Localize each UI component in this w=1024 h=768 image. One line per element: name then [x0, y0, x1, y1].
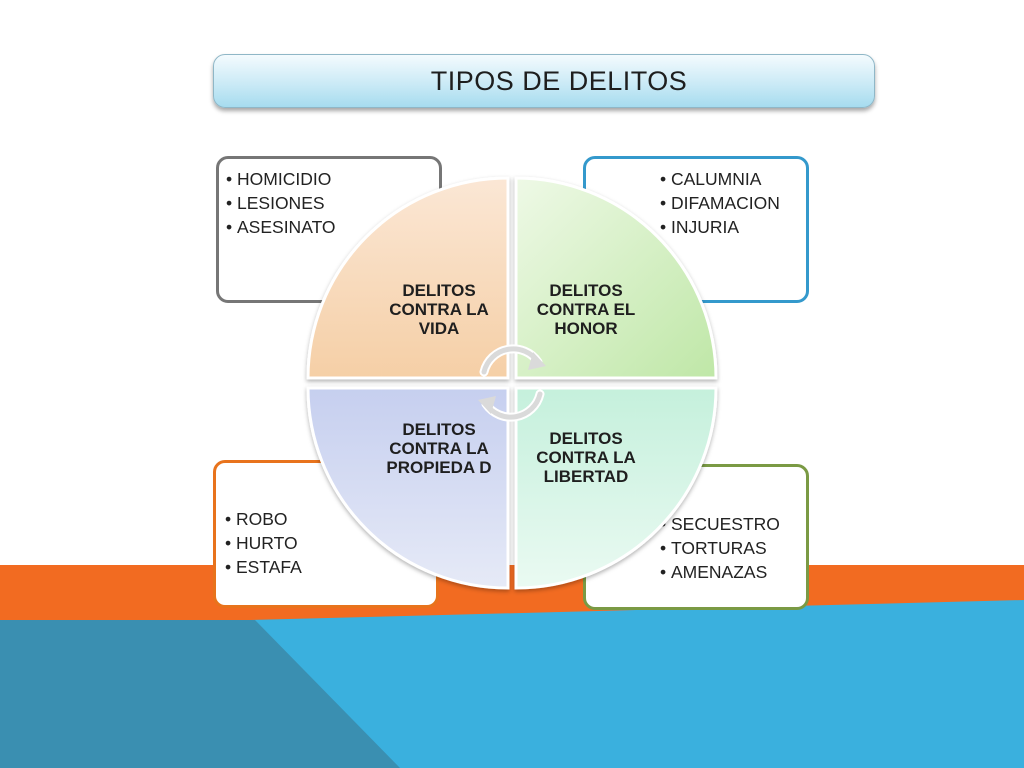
quadrant-vida: [306, 176, 510, 380]
title-banner: TIPOS DE DELITOS: [213, 54, 875, 108]
quadrant-propiedad: [306, 386, 510, 590]
list-item: DIFAMACION: [660, 191, 806, 215]
list-libertad: SECUESTRO TORTURAS AMENAZAS: [660, 512, 806, 584]
list-item: ASESINATO: [226, 215, 439, 239]
label-propiedad: DELITOS CONTRA LA PROPIEDA D: [386, 420, 492, 477]
list-item: HURTO: [225, 531, 436, 555]
list-item: INJURIA: [660, 215, 806, 239]
list-honor: CALUMNIA DIFAMACION INJURIA: [660, 167, 806, 239]
teal-band: [0, 620, 400, 768]
list-propiedad: ROBO HURTO ESTAFA: [225, 507, 436, 579]
quadrant-honor: [514, 176, 718, 380]
list-item: CALUMNIA: [660, 167, 806, 191]
page-title: TIPOS DE DELITOS: [430, 65, 688, 96]
list-item: TORTURAS: [660, 536, 806, 560]
label-libertad: DELITOS CONTRA LA LIBERTAD: [536, 429, 636, 486]
list-item: AMENAZAS: [660, 560, 806, 584]
blue-band: [250, 600, 1024, 768]
arrow-head-icon: [478, 396, 496, 414]
arrow-head-icon: [528, 352, 546, 370]
quadrant-libertad: [514, 386, 718, 590]
label-vida: DELITOS CONTRA LA VIDA: [389, 281, 489, 338]
list-item: SECUESTRO: [660, 512, 806, 536]
list-item: ESTAFA: [225, 555, 436, 579]
list-item: LESIONES: [226, 191, 439, 215]
list-item: HOMICIDIO: [226, 167, 439, 191]
list-vida: HOMICIDIO LESIONES ASESINATO: [226, 167, 439, 239]
list-item: ROBO: [225, 507, 436, 531]
label-honor: DELITOS CONTRA EL HONOR: [536, 281, 636, 338]
